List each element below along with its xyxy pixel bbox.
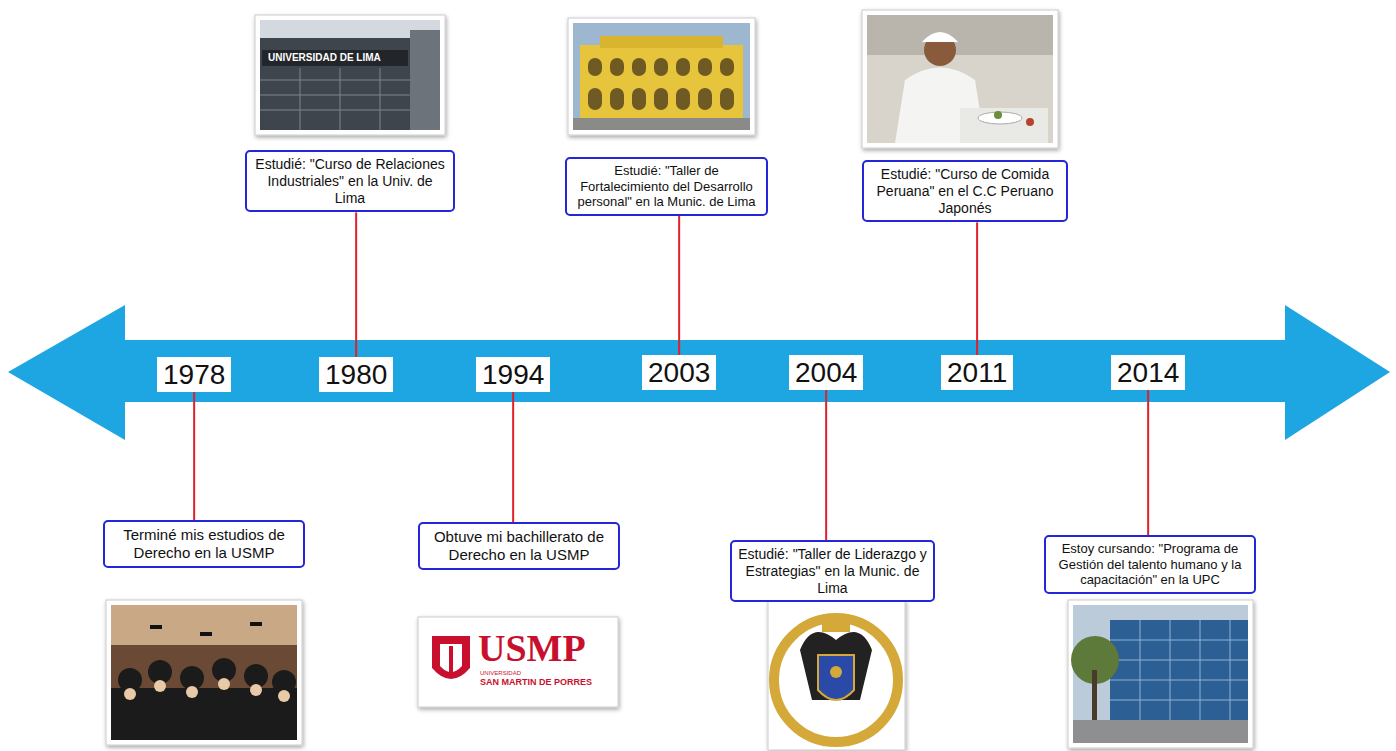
event-text: Estoy cursando: "Programa de Gestión del… bbox=[1052, 541, 1248, 588]
connector-line bbox=[976, 222, 978, 355]
upc-building-photo bbox=[1068, 600, 1253, 748]
event-box: Estudié: "Curso de Comida Peruana" en el… bbox=[862, 160, 1068, 222]
chef-photo bbox=[862, 10, 1058, 148]
year-text: 1978 bbox=[163, 357, 225, 392]
year-box: 2014 bbox=[1111, 355, 1185, 390]
municipal-crest bbox=[768, 600, 905, 750]
sign-text: UNIVERSIDAD DE LIMA bbox=[268, 52, 381, 63]
year-text: 2011 bbox=[947, 355, 1007, 390]
connector-line bbox=[1147, 390, 1149, 535]
event-text: Estudié: "Curso de Comida Peruana" en el… bbox=[870, 166, 1060, 216]
year-box: 1978 bbox=[157, 357, 231, 392]
event-text: Obtuve mi bachillerato de Derecho en la … bbox=[426, 528, 612, 564]
event-box: Estudié: "Curso de Relaciones Industrial… bbox=[245, 150, 455, 212]
connector-line bbox=[678, 216, 680, 355]
event-box: Terminé mis estudios de Derecho en la US… bbox=[103, 520, 305, 568]
event-text: Estudié: "Curso de Relaciones Industrial… bbox=[253, 156, 447, 206]
event-box: Estudié: "Taller de Liderazgo y Estrateg… bbox=[730, 540, 935, 602]
year-box: 2003 bbox=[642, 355, 716, 390]
event-box: Obtuve mi bachillerato de Derecho en la … bbox=[418, 522, 620, 570]
timeline-arrow bbox=[8, 305, 1390, 440]
event-text: Terminé mis estudios de Derecho en la US… bbox=[111, 526, 297, 562]
graduation-photo bbox=[106, 600, 302, 745]
logo-subtext: SAN MARTIN DE PORRES bbox=[480, 678, 592, 688]
year-box: 2004 bbox=[789, 355, 863, 390]
usmp-logo bbox=[418, 617, 618, 707]
connector-line bbox=[193, 392, 195, 520]
year-text: 2003 bbox=[648, 355, 710, 390]
year-box: 1994 bbox=[476, 357, 550, 392]
logo-subtext: UNIVERSIDAD bbox=[480, 670, 521, 677]
year-text: 2004 bbox=[795, 355, 857, 390]
event-text: Estudié: "Taller de Fortalecimiento del … bbox=[573, 163, 760, 210]
event-box: Estudié: "Taller de Fortalecimiento del … bbox=[565, 157, 768, 216]
event-box: Estoy cursando: "Programa de Gestión del… bbox=[1044, 535, 1256, 594]
building-photo bbox=[255, 15, 445, 135]
year-text: 1980 bbox=[325, 357, 387, 392]
logo-text: USMP bbox=[478, 628, 586, 670]
connector-line bbox=[512, 392, 514, 522]
municipal-building-photo bbox=[568, 18, 755, 135]
year-text: 1994 bbox=[482, 357, 544, 392]
year-box: 2011 bbox=[941, 355, 1013, 390]
year-box: 1980 bbox=[319, 357, 393, 392]
year-text: 2014 bbox=[1117, 355, 1179, 390]
event-text: Estudié: "Taller de Liderazgo y Estrateg… bbox=[738, 546, 927, 596]
connector-line bbox=[355, 212, 357, 357]
connector-line bbox=[825, 390, 827, 540]
